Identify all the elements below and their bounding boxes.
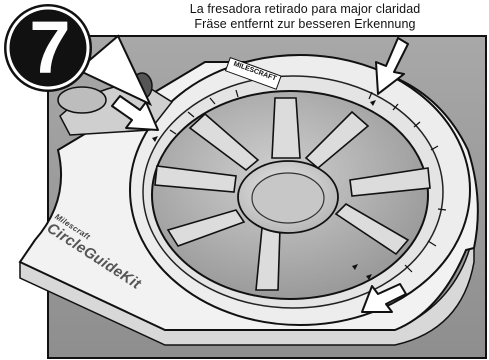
slot-right (349, 167, 431, 197)
rim-brand-label (224, 56, 282, 90)
knob (57, 86, 107, 114)
step-badge-circle (4, 4, 92, 92)
arrow-left (111, 95, 159, 131)
slot-bottom-left (166, 209, 246, 247)
slot-left (154, 165, 237, 193)
arrow-bottom-right (361, 283, 407, 313)
pointer-arrows (111, 37, 409, 313)
triangle-markers (152, 100, 376, 280)
caption-line-2: Fräse entfernt zur besseren Erkennung (194, 17, 416, 31)
caption-line-1: La fresadora retirado para major clarida… (189, 2, 421, 16)
arrow-top-right (375, 37, 409, 95)
step-number: 7 (29, 6, 71, 89)
slot-bottom-right (334, 202, 410, 256)
center-hole (251, 172, 325, 224)
step-badge: 7 (2, 2, 94, 94)
slot-top (271, 97, 301, 159)
ring-ticks (169, 89, 447, 273)
badge-pointer (76, 34, 153, 107)
slot-top-left (188, 112, 260, 172)
